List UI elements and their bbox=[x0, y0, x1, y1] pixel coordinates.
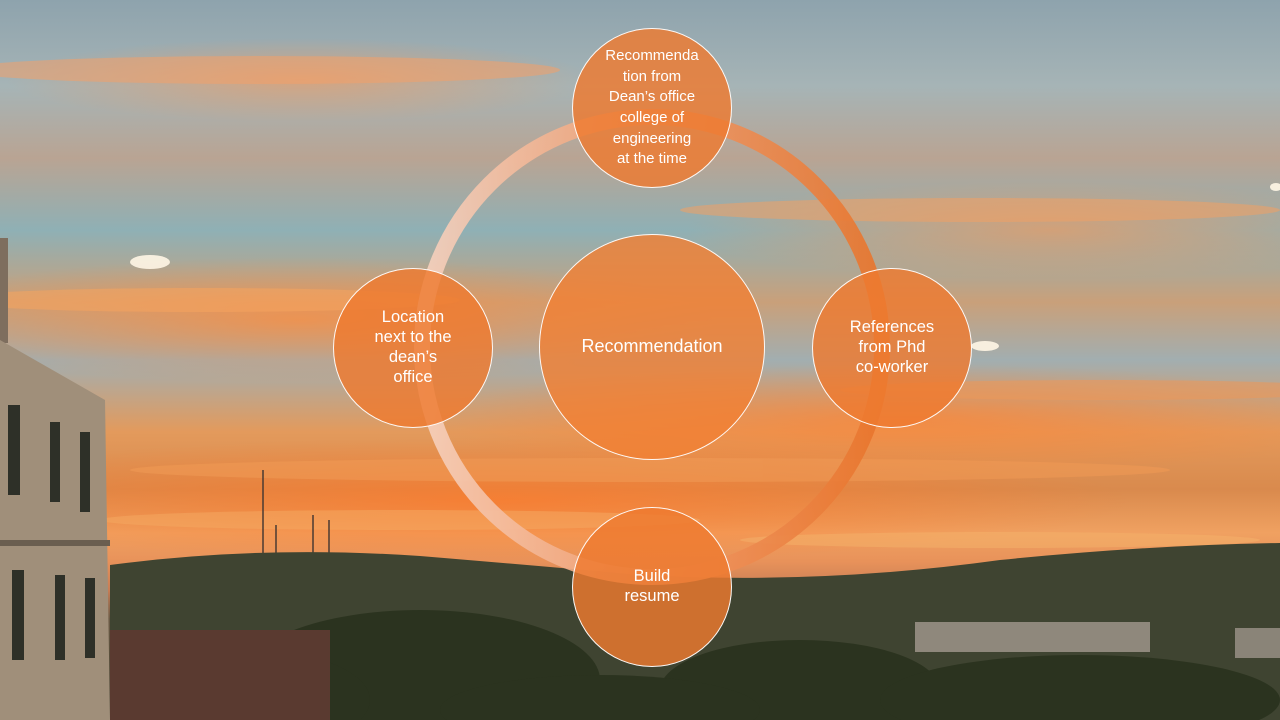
center-node-label: Recommendation bbox=[581, 336, 723, 357]
light-reflection bbox=[130, 255, 170, 269]
campus-building bbox=[0, 238, 110, 720]
center-node: Recommendation bbox=[539, 234, 765, 460]
cycle-node-left: Location next to the dean’s office bbox=[333, 268, 493, 428]
cycle-node-top-label: Recommenda tion from Dean’s office colle… bbox=[605, 47, 699, 168]
cycle-node-bottom: Build resume bbox=[572, 507, 732, 667]
distant-building bbox=[1235, 628, 1280, 658]
brick-wall bbox=[110, 630, 330, 720]
cycle-node-right-label: References from Phd co-worker bbox=[849, 318, 935, 376]
cycle-node-top: Recommenda tion from Dean’s office colle… bbox=[572, 28, 732, 188]
light-reflection bbox=[971, 341, 999, 351]
cycle-node-right: References from Phd co-worker bbox=[812, 268, 972, 428]
cycle-node-bottom-label: Build resume bbox=[624, 567, 680, 605]
light-reflection bbox=[1270, 183, 1280, 191]
distant-building bbox=[915, 622, 1150, 652]
cycle-node-left-label: Location next to the dean’s office bbox=[374, 308, 452, 386]
